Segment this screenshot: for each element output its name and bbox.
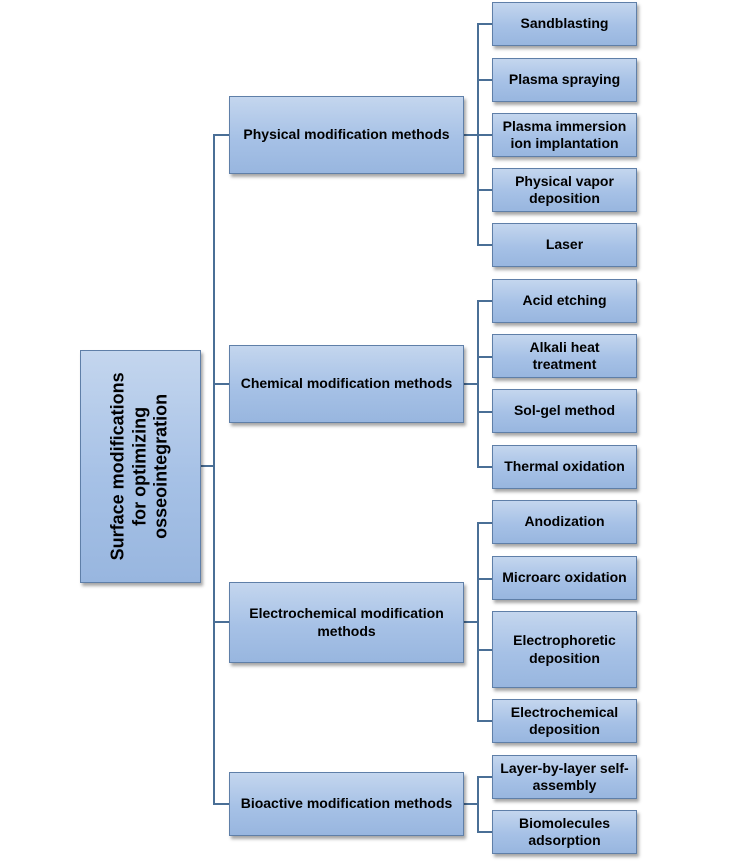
connector-bioactive-out xyxy=(463,803,478,805)
method-label: Layer-by-layer self-assembly xyxy=(500,759,629,794)
method-anodization: Anodization xyxy=(492,500,637,544)
connector-bioactive-trunk xyxy=(477,776,479,833)
connector-leaf xyxy=(477,189,493,191)
method-plasma-immersion-ion-implantation: Plasma immersion ion implantation xyxy=(492,113,637,157)
connector-leaf xyxy=(477,356,493,358)
category-chemical: Chemical modification methods xyxy=(229,345,464,423)
category-label: Chemical modification methods xyxy=(240,375,453,392)
category-label: Electrochemical modification methods xyxy=(249,605,444,639)
method-label: Physical vapor deposition xyxy=(515,172,614,207)
method-physical-vapor-deposition: Physical vapor deposition xyxy=(492,168,637,212)
connector-leaf xyxy=(477,831,493,833)
method-acid-etching: Acid etching xyxy=(492,279,637,323)
category-label: Physical modification methods xyxy=(243,126,450,143)
connector-leaf xyxy=(477,411,493,413)
connector-branch-bioactive xyxy=(213,803,230,805)
method-label: Electrochemical deposition xyxy=(510,703,619,738)
root-title-line: for optimizing xyxy=(129,407,150,526)
root-node: Surface modifications for optimizing oss… xyxy=(80,350,201,583)
method-biomolecules-adsorption: Biomolecules adsorption xyxy=(492,810,637,854)
method-label: Plasma immersion ion implantation xyxy=(502,117,627,152)
connector-leaf xyxy=(477,649,493,651)
method-microarc-oxidation: Microarc oxidation xyxy=(492,556,637,600)
connector-leaf xyxy=(477,244,493,246)
connector-leaf xyxy=(477,466,493,468)
method-sol-gel: Sol-gel method xyxy=(492,389,637,433)
method-label: Plasma spraying xyxy=(508,71,621,88)
category-bioactive: Bioactive modification methods xyxy=(229,772,464,836)
root-title-line: osseointegration xyxy=(151,393,172,540)
connector-leaf xyxy=(477,720,493,722)
connector-root xyxy=(200,465,214,467)
connector-leaf xyxy=(477,300,493,302)
connector-leaf xyxy=(477,776,493,778)
method-electrophoretic-deposition: Electrophoretic deposition xyxy=(492,611,637,688)
category-physical: Physical modification methods xyxy=(229,96,464,174)
connector-leaf xyxy=(477,578,493,580)
method-thermal-oxidation: Thermal oxidation xyxy=(492,445,637,489)
connector-branch-chemical xyxy=(213,383,230,385)
method-label: Alkali heat treatment xyxy=(529,338,600,373)
method-label: Sandblasting xyxy=(520,15,609,32)
method-label: Anodization xyxy=(524,513,605,530)
method-label: Laser xyxy=(545,236,584,253)
connector-electrochemical-trunk xyxy=(477,522,479,722)
root-title: Surface modifications for optimizing oss… xyxy=(108,372,173,560)
method-label: Biomolecules adsorption xyxy=(518,814,611,849)
method-label: Sol-gel method xyxy=(513,402,616,419)
method-label: Thermal oxidation xyxy=(504,458,625,475)
connector-leaf xyxy=(477,79,493,81)
category-label: Bioactive modification methods xyxy=(240,795,453,812)
method-label: Electrophoretic deposition xyxy=(513,632,616,666)
connector-leaf xyxy=(477,522,493,524)
connector-branch-electrochemical xyxy=(213,621,230,623)
method-alkali-heat-treatment: Alkali heat treatment xyxy=(492,334,637,378)
connector-chemical-trunk xyxy=(477,300,479,468)
method-layer-by-layer-self-assembly: Layer-by-layer self-assembly xyxy=(492,755,637,799)
method-label: Microarc oxidation xyxy=(502,569,627,586)
connector-branch-physical xyxy=(213,134,230,136)
method-sandblasting: Sandblasting xyxy=(492,2,637,46)
connector-electrochemical-out xyxy=(463,621,478,623)
connector-leaf xyxy=(477,134,493,136)
connector-chemical-out xyxy=(463,383,478,385)
method-plasma-spraying: Plasma spraying xyxy=(492,58,637,102)
method-label: Acid etching xyxy=(522,292,607,309)
root-title-line: Surface modifications xyxy=(108,372,129,561)
connector-leaf xyxy=(477,23,493,25)
method-laser: Laser xyxy=(492,223,637,267)
connector-physical-out xyxy=(463,134,478,136)
method-electrochemical-deposition: Electrochemical deposition xyxy=(492,699,637,743)
category-electrochemical: Electrochemical modification methods xyxy=(229,582,464,663)
connector-trunk xyxy=(213,134,215,804)
